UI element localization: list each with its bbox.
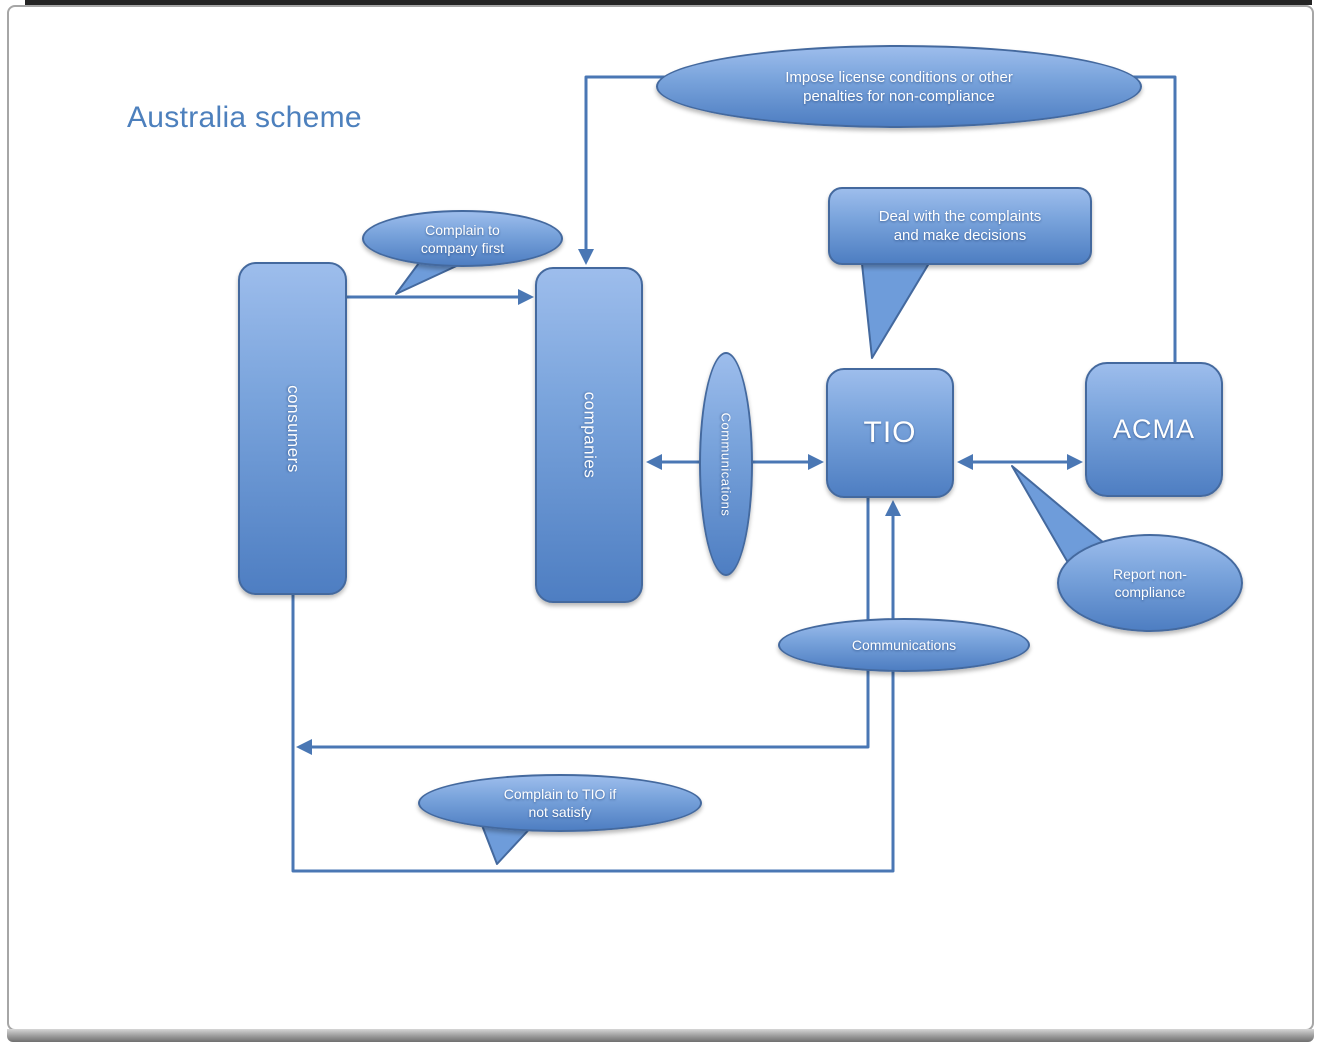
node-tio-label: TIO bbox=[863, 416, 917, 449]
deal-decisions-label: Deal with the complaints and make decisi… bbox=[878, 208, 1042, 244]
complain-tio-label: Complain to TIO if not satisfy bbox=[503, 786, 617, 820]
slide-bottom-shadow bbox=[7, 1029, 1314, 1042]
connector-consumers-to-companies bbox=[347, 289, 534, 305]
callout-report-noncompliance: Report non-compliance bbox=[1057, 534, 1243, 632]
connector-tio-acma bbox=[957, 454, 1083, 470]
communications-horizontal-label: Communications bbox=[851, 637, 957, 653]
node-companies-label: companies bbox=[580, 391, 599, 479]
window-top-edge bbox=[25, 0, 1312, 5]
complain-company-label: Complain to company first bbox=[420, 221, 505, 256]
callout-complain-tio: Complain to TIO if not satisfy bbox=[418, 774, 702, 832]
node-consumers-label: consumers bbox=[283, 384, 303, 473]
callout-complain-company: Complain to company first bbox=[362, 210, 563, 267]
node-acma-label: ACMA bbox=[1112, 414, 1195, 444]
node-acma: ACMA bbox=[1085, 362, 1223, 497]
report-noncompliance-label: Report non-compliance bbox=[1113, 566, 1187, 600]
communications-vertical-label: Communications bbox=[718, 412, 734, 516]
ellipse-communications-vertical: Communications bbox=[699, 352, 753, 576]
connector-tio-to-consumers bbox=[296, 498, 870, 755]
node-consumers: consumers bbox=[238, 262, 347, 595]
diagram-title: Australia scheme bbox=[127, 101, 362, 134]
callout-deal-decisions: Deal with the complaints and make decisi… bbox=[828, 187, 1092, 265]
connector-consumers-to-tio-loop bbox=[291, 500, 901, 873]
connector-impose-to-acma bbox=[1100, 75, 1177, 362]
node-companies: companies bbox=[535, 267, 643, 603]
ellipse-impose-penalties: Impose license conditions or other penal… bbox=[656, 45, 1142, 128]
impose-penalties-label: Impose license conditions or other penal… bbox=[785, 68, 1013, 105]
ellipse-communications-horizontal: Communications bbox=[778, 618, 1030, 672]
node-tio: TIO bbox=[826, 368, 954, 498]
